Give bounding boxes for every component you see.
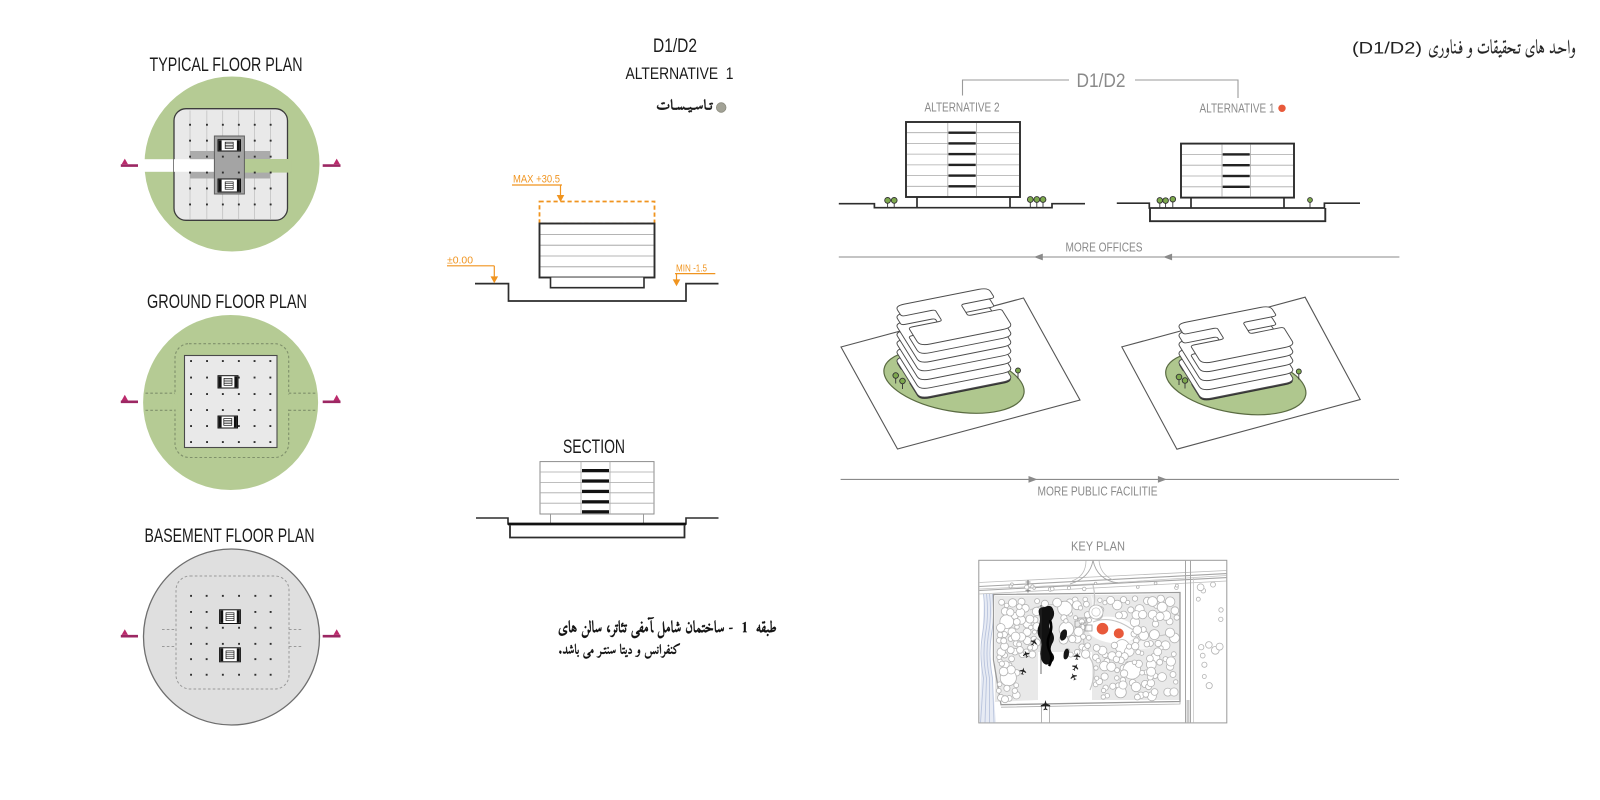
svg-text:(D1/D2): (D1/D2): [1352, 39, 1422, 58]
svg-text:MAX +30.5: MAX +30.5: [513, 174, 560, 186]
svg-text:TYPICAL FLOOR PLAN: TYPICAL FLOOR PLAN: [150, 55, 303, 76]
svg-text:ALTERNATIVE 2: ALTERNATIVE 2: [925, 101, 1000, 115]
svg-text:ALTERNATIVE 1: ALTERNATIVE 1: [1200, 102, 1275, 116]
svg-text:ALTERNATIVE 1: ALTERNATIVE 1: [626, 64, 734, 83]
svg-text:MORE OFFICES: MORE OFFICES: [1066, 241, 1143, 255]
svg-text:MIN -1.5: MIN -1.5: [676, 263, 707, 275]
svg-text:SECTION: SECTION: [563, 437, 625, 458]
svg-text:GROUND FLOOR PLAN: GROUND FLOOR PLAN: [147, 292, 307, 313]
svg-text:±0.00: ±0.00: [447, 255, 473, 267]
svg-text:D1/D2: D1/D2: [1077, 71, 1126, 92]
svg-text:D1/D2: D1/D2: [653, 36, 697, 57]
svg-text:MORE PUBLIC FACILITIE: MORE PUBLIC FACILITIE: [1038, 485, 1158, 499]
svg-text:KEY PLAN: KEY PLAN: [1071, 539, 1125, 554]
svg-text:BASEMENT FLOOR PLAN: BASEMENT FLOOR PLAN: [145, 526, 315, 547]
